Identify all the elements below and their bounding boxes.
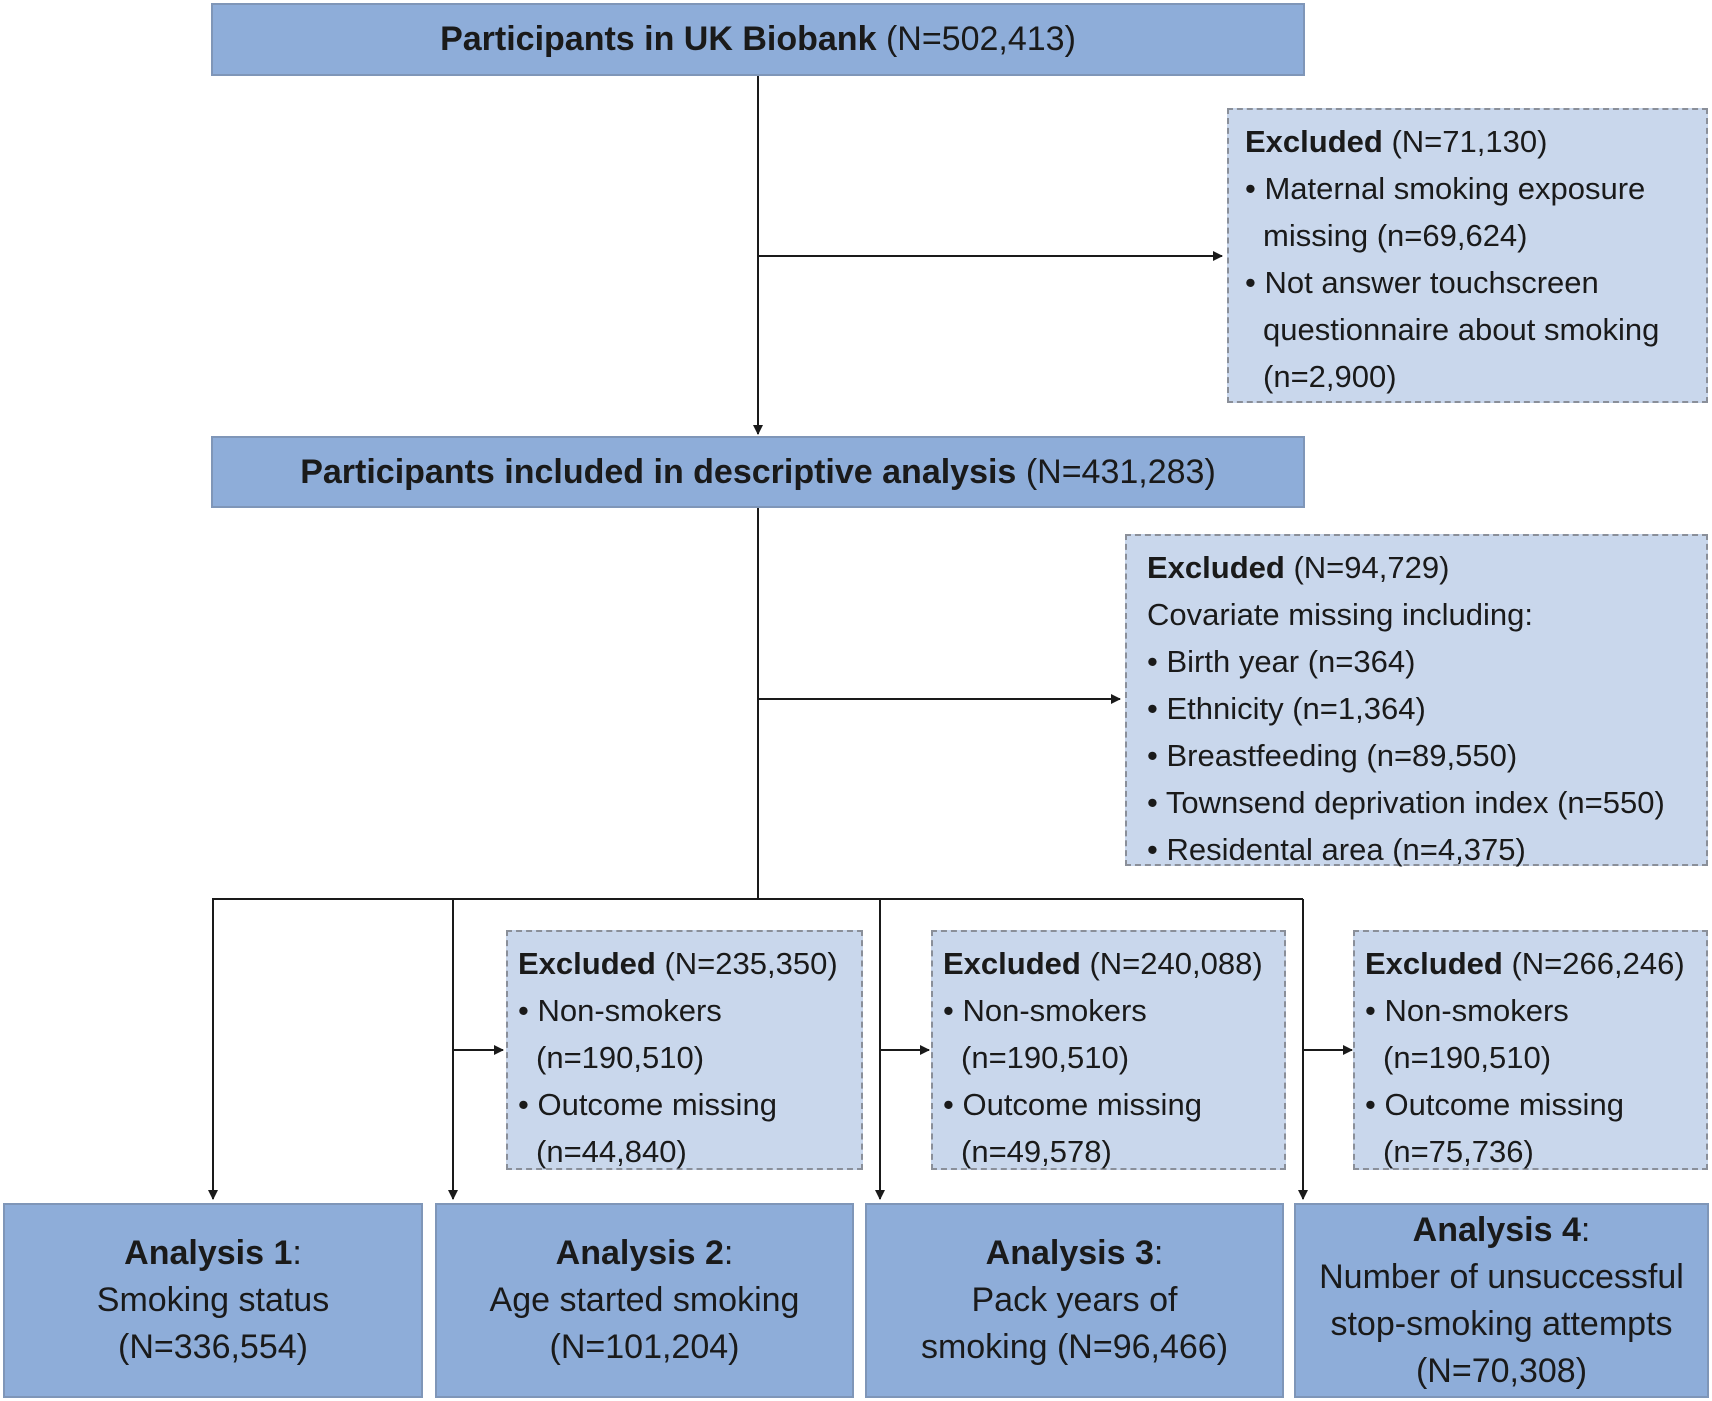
excluded2-line: • Breastfeeding (n=89,550)	[1147, 738, 1518, 773]
excluded5-line: • Outcome missing	[1365, 1087, 1624, 1122]
excluded2-line: • Birth year (n=364)	[1147, 644, 1416, 679]
excluded1-count: (N=71,130)	[1391, 124, 1548, 159]
excluded4-line: • Outcome missing	[943, 1087, 1202, 1122]
analysis-label: Analysis 1	[124, 1234, 293, 1272]
analysis-line: Age started smoking	[489, 1281, 800, 1319]
excluded2-line: Covariate missing including:	[1147, 597, 1533, 632]
analysis-line: smoking (N=96,466)	[920, 1328, 1229, 1366]
analysis-colon: :	[292, 1234, 302, 1272]
middle-title: Participants included in descriptive ana…	[300, 452, 1017, 491]
analysis-label: Analysis 4	[1412, 1210, 1581, 1249]
excluded5-line: • Non-smokers	[1365, 993, 1569, 1028]
excluded5-label: Excluded	[1365, 946, 1503, 981]
excluded2-label: Excluded	[1147, 550, 1285, 585]
excluded-box-1: Excluded (N=71,130) • Maternal smoking e…	[1227, 108, 1708, 403]
analysis-line: (N=70,308)	[1415, 1351, 1588, 1390]
excluded4-label: Excluded	[943, 946, 1081, 981]
analysis-line: stop-smoking attempts	[1330, 1304, 1673, 1343]
excluded3-line: (n=190,510)	[536, 1040, 705, 1075]
excluded4-line: (n=49,578)	[961, 1134, 1112, 1169]
excluded-box-3: Excluded (N=235,350) • Non-smokers (n=19…	[506, 930, 863, 1170]
excluded1-line: (n=2,900)	[1263, 359, 1397, 394]
excluded4-line: (n=190,510)	[961, 1040, 1130, 1075]
analysis-colon: :	[1153, 1234, 1164, 1272]
excluded1-line: • Not answer touchscreen	[1245, 265, 1599, 300]
excluded5-line: (n=190,510)	[1383, 1040, 1552, 1075]
top-count: (N=502,413)	[885, 20, 1076, 58]
analysis-1-box: Analysis 1: Smoking status (N=336,554)	[3, 1203, 423, 1398]
excluded-box-2: Excluded (N=94,729) Covariate missing in…	[1125, 534, 1708, 867]
analysis-line: (N=101,204)	[549, 1328, 740, 1366]
excluded3-count: (N=235,350)	[664, 946, 838, 981]
excluded2-line: • Ethnicity (n=1,364)	[1147, 691, 1426, 726]
excluded1-line: • Maternal smoking exposure	[1245, 171, 1646, 206]
middle-count: (N=431,283)	[1025, 452, 1216, 491]
excluded3-label: Excluded	[518, 946, 656, 981]
top-title: Participants in UK Biobank	[440, 20, 877, 58]
analysis-line: Number of unsuccessful	[1319, 1257, 1684, 1296]
excluded1-line: missing (n=69,624)	[1263, 218, 1528, 253]
analysis-colon: :	[723, 1234, 734, 1272]
excluded1-label: Excluded	[1245, 124, 1383, 159]
excluded3-line: (n=44,840)	[536, 1134, 687, 1169]
analysis-line: Smoking status	[96, 1281, 330, 1319]
excluded5-line: (n=75,736)	[1383, 1134, 1534, 1169]
excluded2-line: • Townsend deprivation index (n=550)	[1147, 785, 1665, 820]
excluded3-line: • Non-smokers	[518, 993, 722, 1028]
analysis-label: Analysis 3	[985, 1234, 1154, 1272]
analysis-label: Analysis 2	[555, 1234, 724, 1272]
excluded-box-4: Excluded (N=240,088) • Non-smokers (n=19…	[931, 930, 1286, 1170]
excluded3-line: • Outcome missing	[518, 1087, 777, 1122]
analysis-3-box: Analysis 3: Pack years of smoking (N=96,…	[865, 1203, 1284, 1398]
excluded4-count: (N=240,088)	[1089, 946, 1263, 981]
analysis-4-box: Analysis 4: Number of unsuccessful stop-…	[1294, 1203, 1709, 1398]
excluded-box-5: Excluded (N=266,246) • Non-smokers (n=19…	[1353, 930, 1708, 1170]
analysis-line: Pack years of	[971, 1281, 1178, 1319]
analysis-colon: :	[1580, 1210, 1591, 1249]
excluded2-count: (N=94,729)	[1293, 550, 1450, 585]
excluded2-line: • Residental area (n=4,375)	[1147, 832, 1526, 867]
excluded5-count: (N=266,246)	[1511, 946, 1685, 981]
excluded4-line: • Non-smokers	[943, 993, 1147, 1028]
analysis-2-box: Analysis 2: Age started smoking (N=101,2…	[435, 1203, 854, 1398]
excluded1-line: questionnaire about smoking	[1263, 312, 1660, 347]
participants-uk-biobank-box: Participants in UK Biobank (N=502,413)	[211, 3, 1305, 76]
analysis-line: (N=336,554)	[118, 1328, 308, 1366]
participants-descriptive-box: Participants included in descriptive ana…	[211, 436, 1305, 508]
